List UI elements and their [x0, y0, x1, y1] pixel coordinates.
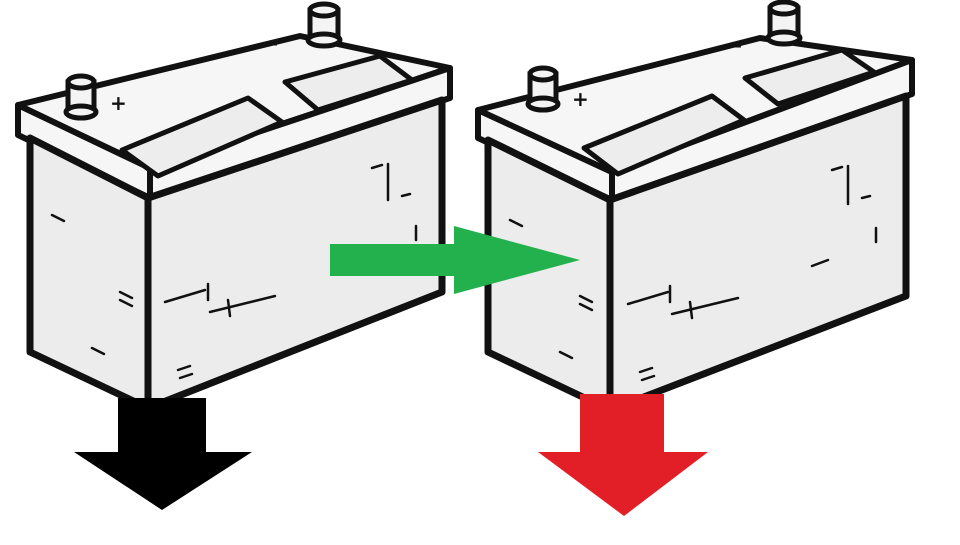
battery-right-positive-sign: + [572, 87, 589, 111]
battery-right-body-front [606, 92, 910, 414]
battery-left-body-front [144, 96, 446, 412]
battery-right: + – [475, 0, 915, 414]
battery-right-negative-terminal [765, 0, 803, 47]
battery-left-negative-sign: – [268, 31, 278, 55]
battery-left-cap-plate-1 [119, 95, 285, 179]
transition-arrow-right-icon [330, 226, 580, 294]
battery-left-negative-terminal [305, 1, 343, 49]
battery-left-positive-sign: + [110, 91, 127, 115]
battery-right-texture [508, 164, 878, 382]
battery-right-lid-front [609, 57, 915, 203]
battery-right-positive-terminal [525, 65, 561, 113]
battery-left-positive-terminal [63, 73, 99, 121]
battery-right-cap-plate-1 [581, 93, 747, 177]
battery-right-cap-plate-2 [742, 47, 877, 107]
battery-left-cap-plate-2 [282, 53, 415, 113]
arrow-down-black-icon [74, 398, 252, 510]
arrow-down-red-icon [538, 394, 708, 516]
battery-right-negative-sign: – [732, 33, 742, 57]
battery-left: + – [15, 1, 453, 412]
